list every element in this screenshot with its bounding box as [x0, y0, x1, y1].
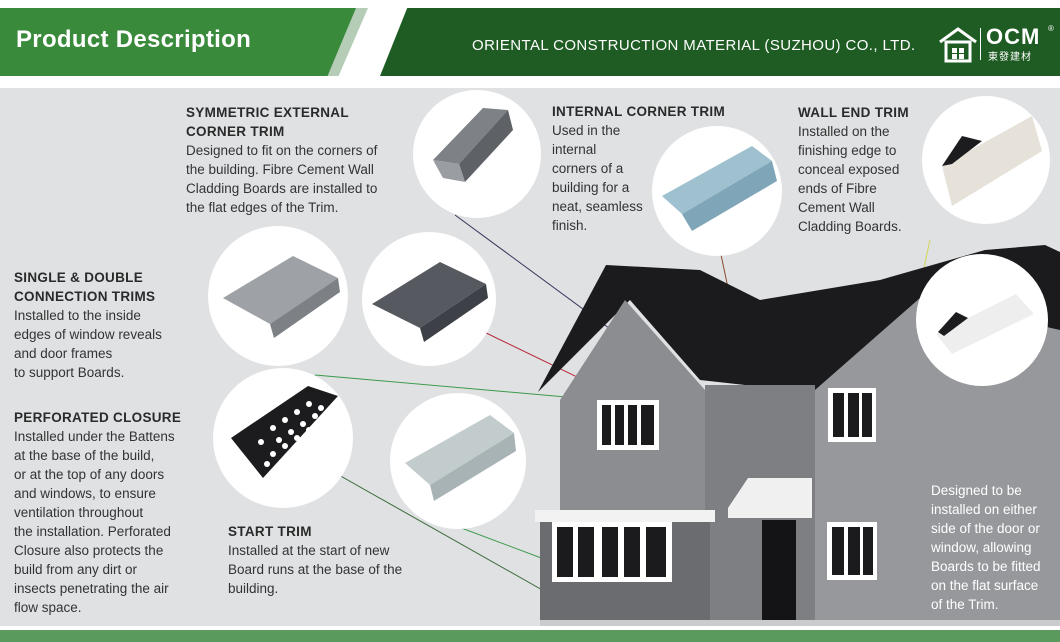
symmetric-trim-image	[413, 90, 541, 218]
company-name: ORIENTAL CONSTRUCTION MATERIAL (SUZHOU) …	[472, 37, 916, 54]
wallend-trim-image	[922, 96, 1050, 224]
perforated-trim-image	[213, 368, 353, 508]
double-trim-image	[362, 232, 496, 366]
internal-trim-description: INTERNAL CORNER TRIM Used in the interna…	[552, 104, 725, 233]
company-logo: OCM ® 東發建材	[938, 24, 1054, 66]
symmetric-trim-description: SYMMETRIC EXTERNAL CORNER TRIM Designed …	[186, 105, 378, 215]
header: Product Description ORIENTAL CONSTRUCTIO…	[0, 0, 1060, 88]
internal-trim-image	[652, 126, 782, 256]
footer-bar	[0, 630, 1060, 642]
logo-text: OCM	[986, 24, 1041, 49]
single-trim-image	[208, 226, 348, 366]
start-trim-image	[390, 393, 526, 529]
page-title: Product Description	[16, 26, 252, 53]
either-side-description: Designed to be installed on either side …	[931, 483, 1041, 612]
connection-trims-description: SINGLE & DOUBLE CONNECTION TRIMS Install…	[14, 270, 162, 380]
wallend-trim-description: WALL END TRIM Installed on the finishing…	[798, 105, 909, 234]
either-side-trim-image	[916, 254, 1048, 386]
logo-subtext: 東發建材	[988, 52, 1032, 63]
logo-registered: ®	[1048, 24, 1054, 33]
perforated-closure-description: PERFORATED CLOSURE Installed under the B…	[14, 410, 182, 615]
header-title-banner	[0, 8, 356, 76]
house-logo-icon	[939, 27, 977, 63]
start-trim-description: START TRIM Installed at the start of new…	[228, 524, 403, 596]
